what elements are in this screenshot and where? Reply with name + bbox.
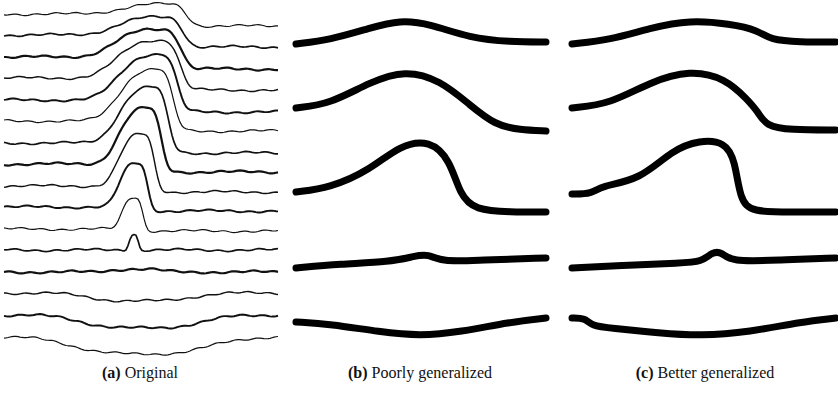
contour-line [296, 318, 546, 335]
contour-line [296, 22, 546, 44]
contour-line [4, 69, 278, 133]
original-contours [4, 2, 278, 355]
panel-caption: (c) Better generalized [634, 364, 777, 382]
contour-line [4, 314, 278, 328]
contour-line [572, 252, 836, 268]
contour-line [4, 133, 278, 193]
panel-caption: (a) Original [100, 364, 180, 382]
contour-line [572, 73, 836, 130]
panel-caption: (b) Poorly generalized [346, 364, 494, 382]
better-generalized-contours [572, 22, 836, 335]
contour-line [4, 336, 278, 355]
contour-line [296, 255, 546, 268]
contour-line [572, 22, 836, 44]
contour-line [4, 198, 278, 232]
contour-line [572, 141, 836, 212]
contour-line [4, 292, 278, 302]
contour-line [4, 86, 278, 154]
contour-line [4, 2, 278, 27]
contour-line [4, 107, 278, 173]
contour-line [4, 29, 278, 71]
contour-line [4, 268, 278, 273]
contour-line [4, 16, 278, 48]
contour-line [4, 54, 278, 113]
poor-generalized-contours [296, 22, 546, 335]
contour-line [572, 318, 836, 335]
contour-line [296, 143, 546, 212]
contour-line [296, 74, 546, 131]
contour-line [4, 40, 278, 91]
contour-line [4, 235, 278, 252]
